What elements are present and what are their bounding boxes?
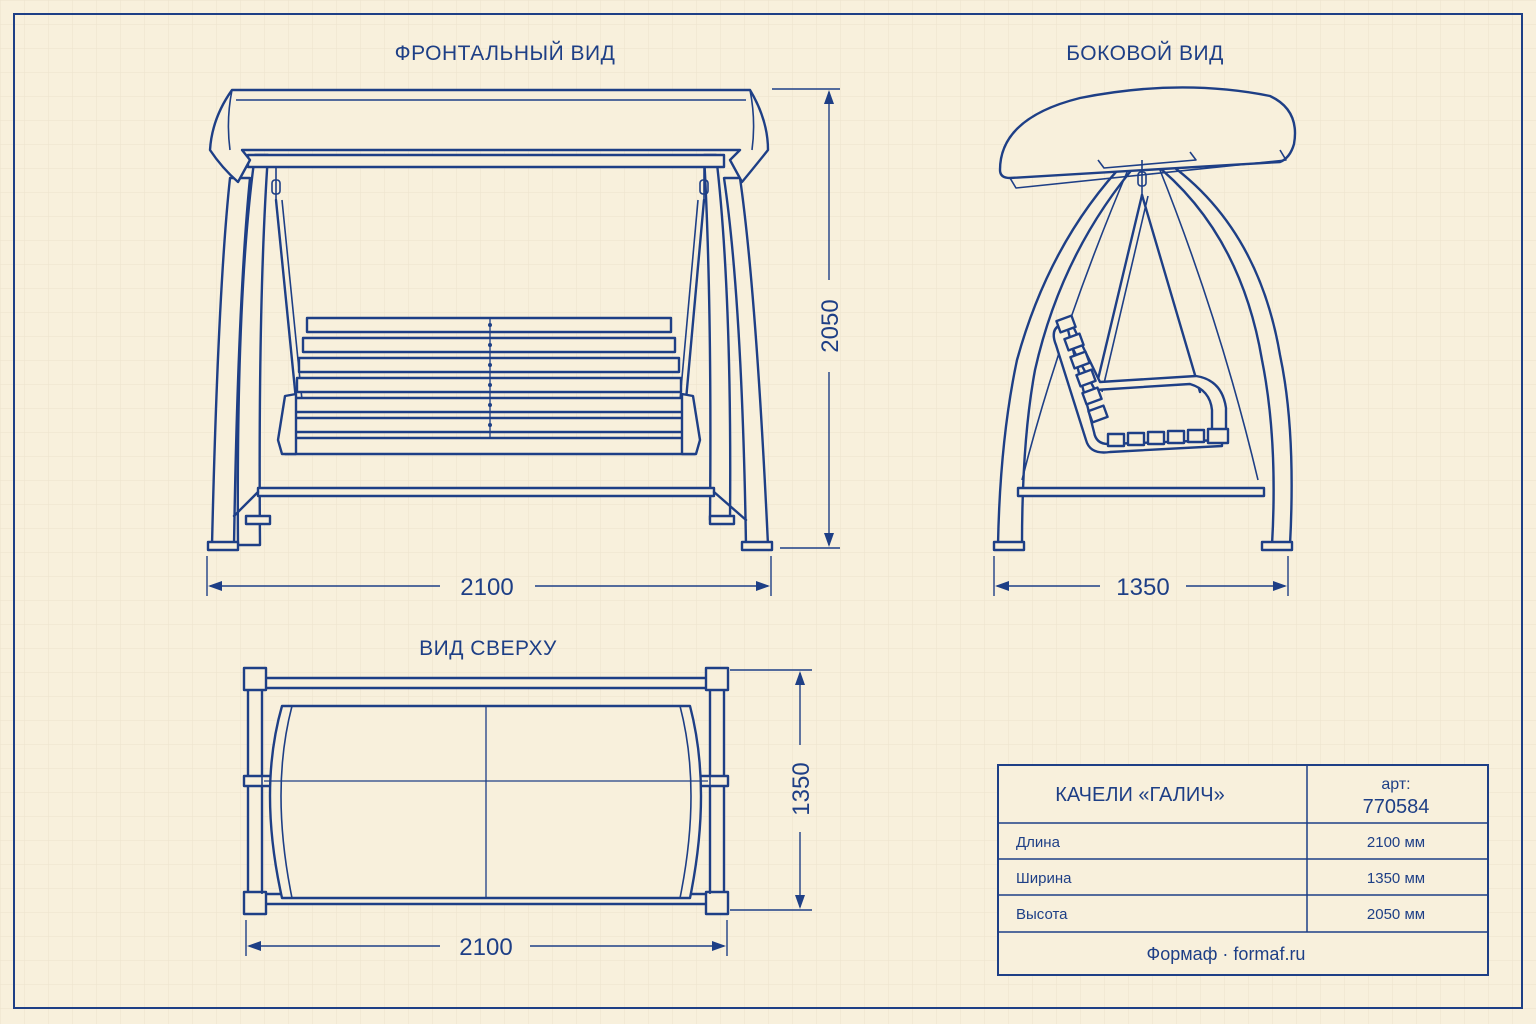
top-view-title: ВИД СВЕРХУ (419, 637, 557, 660)
front-width-label: 2100 (460, 574, 513, 601)
side-width-dimension: 1350 (993, 556, 1289, 601)
top-left-frame (246, 670, 264, 912)
front-chains (271, 167, 709, 402)
top-width-label: 2100 (459, 934, 512, 961)
front-canopy (208, 88, 770, 184)
side-seat (1052, 314, 1230, 454)
row-value-length: 2100 мм (1367, 834, 1425, 851)
front-bottom-stretcher (256, 486, 716, 498)
title-block: КАЧЕЛИ «ГАЛИЧ» арт: 770584 Длина 2100 мм… (997, 764, 1489, 976)
row-label-height: Высота (1016, 906, 1068, 923)
row-value-height: 2050 мм (1367, 906, 1425, 923)
row-label-width: Ширина (1016, 870, 1072, 887)
side-width-label: 1350 (1116, 574, 1169, 601)
front-top-beam (246, 153, 726, 169)
front-view-title: ФРОНТАЛЬНЫЙ ВИД (395, 41, 616, 65)
row-value-width: 1350 мм (1367, 870, 1425, 887)
product-name: КАЧЕЛИ «ГАЛИЧ» (1055, 784, 1225, 806)
top-right-frame (708, 670, 726, 912)
side-stretcher (1016, 486, 1266, 498)
brand-footer: Формаф · formaf.ru (1147, 944, 1306, 964)
top-depth-label: 1350 (788, 762, 815, 815)
front-seat (276, 316, 702, 456)
article-label: арт: (1381, 776, 1410, 793)
top-width-dimension: 2100 (245, 920, 728, 961)
side-view: 1350 (992, 86, 1297, 601)
front-left-leg (206, 153, 272, 552)
front-right-leg (702, 153, 774, 552)
side-canopy (998, 86, 1297, 180)
front-height-dimension: 2050 (772, 88, 844, 549)
side-suspension (1093, 160, 1202, 394)
front-height-label: 2050 (817, 299, 844, 352)
sheet-frame (13, 13, 1523, 1009)
top-front-bar (260, 676, 710, 690)
side-view-title: БОКОВОЙ ВИД (1066, 41, 1224, 65)
row-label-length: Длина (1016, 834, 1061, 851)
top-view: 2100 1350 (242, 666, 815, 961)
article-number: 770584 (1363, 796, 1430, 818)
front-width-dimension: 2100 (206, 556, 772, 601)
front-view: 2100 2050 (206, 88, 844, 601)
top-depth-dimension: 1350 (730, 669, 815, 911)
